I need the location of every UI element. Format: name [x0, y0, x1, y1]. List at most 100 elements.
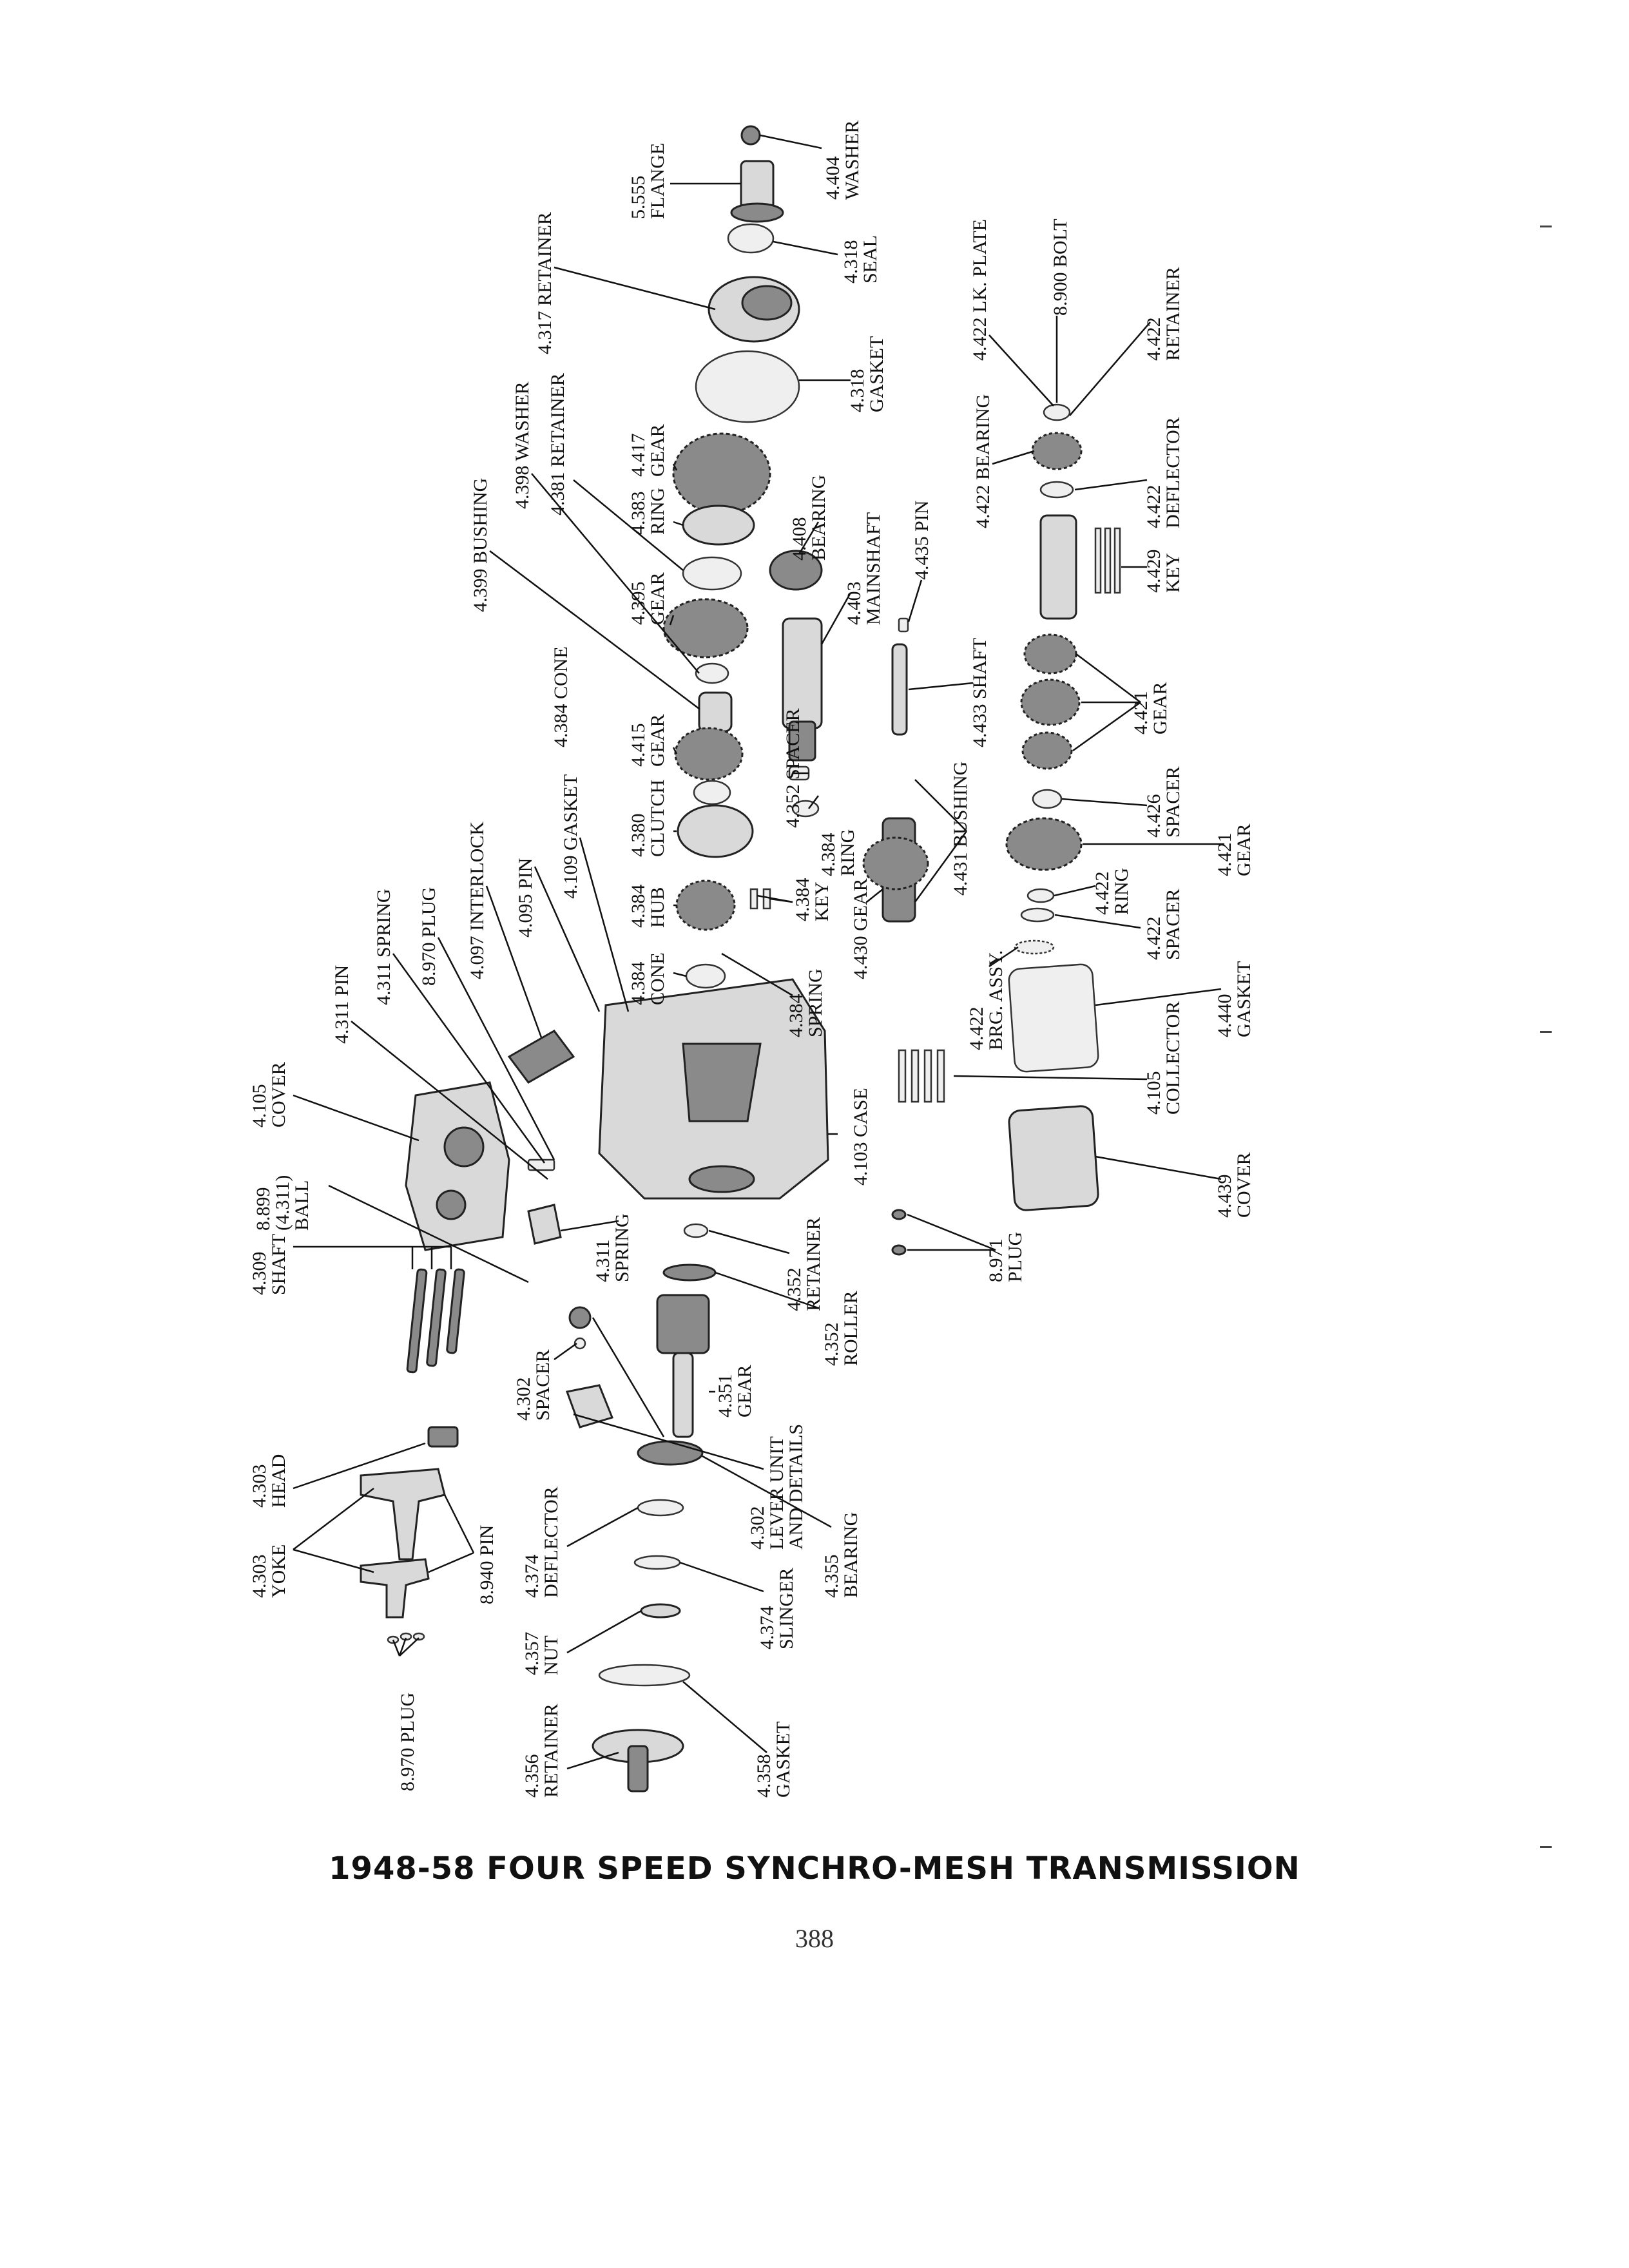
callout-4351: 4.351GEAR — [715, 1365, 755, 1418]
callout-line: 4.311 PIN — [331, 965, 352, 1044]
flange-5555-part — [730, 160, 784, 223]
callout-line: RETAINER — [541, 1704, 562, 1798]
callout-4357: 4.357NUT — [521, 1632, 562, 1676]
ring-4422-part — [1027, 888, 1055, 903]
leader-lines — [293, 134, 1224, 1770]
mainshaft-4403-part — [782, 617, 823, 762]
callout-line: 4.422 — [1143, 318, 1164, 361]
callout-line: PLUG — [1005, 1232, 1026, 1282]
callout-line: 4.352 SPACER — [782, 708, 804, 828]
callout-line: 8.900 BOLT — [1050, 218, 1071, 316]
callout-4384k: 4.384KEY — [792, 878, 833, 922]
callout-4381: 4.381 RETAINER — [547, 373, 568, 515]
callout-line: KEY — [811, 881, 833, 921]
callout-4395: 4.395GEAR — [628, 572, 668, 625]
callout-4311sp: 4.311 SPRING — [373, 889, 394, 1005]
callout-line: 4.384 — [786, 994, 807, 1038]
deflector-4422-part — [1039, 481, 1074, 499]
callout-line: 4.404 — [822, 157, 843, 200]
callout-line: 4.105 — [249, 1084, 270, 1128]
callout-4435: 4.435 PIN — [911, 501, 932, 580]
hub-4384-part — [675, 879, 736, 931]
seal-4318-part — [727, 223, 775, 254]
roller-4352-part — [662, 1264, 717, 1282]
callout-line: 4.374 — [757, 1606, 778, 1650]
callout-line: 4.311 — [592, 1240, 613, 1282]
callout-line: 4.399 BUSHING — [470, 478, 491, 612]
gear-4417-part — [672, 432, 771, 515]
callout-line: 4.384 — [628, 962, 649, 1006]
callout-line: NUT — [541, 1635, 562, 1675]
callout-4109: 4.109 GASKET — [560, 774, 581, 899]
callout-line: BRG. ASSY. — [985, 950, 1007, 1050]
callout-4422d: 4.422DEFLECTOR — [1143, 417, 1184, 528]
callout-line: GEAR — [734, 1365, 755, 1418]
plugs-8970-part — [387, 1632, 425, 1644]
callout-line: 4.105 — [1143, 1072, 1164, 1115]
callout-line: 4.358 — [753, 1754, 775, 1798]
callout-line: 4.302 — [513, 1378, 534, 1421]
callout-line: HEAD — [268, 1454, 289, 1508]
gasket-4440-part — [1008, 963, 1099, 1073]
callout-line: BEARING — [840, 1512, 862, 1598]
callout-4311p: 4.311 PIN — [331, 965, 352, 1044]
callout-4374s: 4.374SLINGER — [757, 1568, 797, 1649]
figure-caption: 1948-58 FOUR SPEED SYNCHRO-MESH TRANSMIS… — [329, 1850, 1300, 1887]
callout-4352ro: 4.352ROLLER — [821, 1291, 862, 1366]
callout-4097: 4.097 INTERLOCK — [467, 822, 488, 979]
callout-line: RETAINER — [803, 1217, 824, 1311]
callout-4384c: 4.384 CONE — [550, 646, 572, 747]
callout-4380: 4.380CLUTCH — [628, 780, 668, 857]
callout-line: MAINSHAFT — [863, 512, 884, 625]
lever-knob-part — [568, 1306, 592, 1329]
callout-line: 4.440 — [1214, 994, 1235, 1038]
callout-4303h: 4.303HEAD — [249, 1454, 289, 1508]
callout-4421a: 4.421GEAR — [1130, 682, 1171, 735]
callout-line: RETAINER — [1162, 267, 1184, 361]
callout-8900: 8.900 BOLT — [1050, 218, 1071, 316]
slinger-4374-part — [633, 1555, 681, 1570]
reverse-gear-4430-part — [862, 817, 929, 923]
callout-line: 4.352 — [784, 1268, 805, 1312]
key-4429-part — [1094, 527, 1121, 594]
callout-4440: 4.440GASKET — [1214, 961, 1255, 1037]
callout-line: GEAR — [647, 714, 668, 767]
callout-line: 4.374 — [521, 1555, 543, 1599]
gear-4415-part — [674, 727, 744, 781]
callout-4317: 4.317 RETAINER — [534, 212, 555, 354]
callout-4422lk: 4.422 LK. PLATE — [969, 219, 990, 361]
callout-4417: 4.417GEAR — [628, 424, 668, 477]
bearing-4422-part — [1031, 432, 1083, 470]
callout-8940: 8.940 PIN — [476, 1525, 497, 1604]
keys-4384-part — [749, 888, 771, 910]
callout-4383: 4.383RING — [628, 488, 668, 535]
callout-line: 4.422 BEARING — [972, 394, 994, 528]
callout-4103: 4.103 CASE — [850, 1088, 871, 1186]
gear-4421-d-part — [1005, 817, 1083, 871]
callout-line: DEFLECTOR — [541, 1486, 562, 1598]
cover-4439-part — [1008, 1105, 1099, 1211]
plugs-8971-part — [891, 1209, 907, 1256]
callout-line: RING — [647, 488, 668, 535]
callout-8899: 8.899(4.311)BALL — [253, 1175, 313, 1231]
retainer-4352-part — [683, 1223, 709, 1238]
ring-4383-part — [682, 505, 755, 546]
spacer-4422-part — [1020, 907, 1055, 923]
cone-4384-part — [698, 691, 733, 733]
callout-line: 4.352 — [821, 1323, 842, 1367]
page-number: 388 — [795, 1924, 834, 1953]
callout-5555: 5.555FLANGE — [628, 143, 668, 219]
clutch-sleeve-part — [677, 804, 754, 858]
callout-4095: 4.095 PIN — [515, 858, 536, 937]
callout-line: GEAR — [647, 424, 668, 477]
callout-line: 4.109 GASKET — [560, 774, 581, 899]
callout-4303y: 4.303YOKE — [249, 1544, 289, 1598]
callout-line: 4.384 — [818, 833, 839, 877]
spacer-4426-part — [1032, 789, 1063, 809]
callout-line: SPACER — [1162, 766, 1184, 838]
clutch-4380-part — [693, 780, 731, 805]
countershaft-4422-part — [1039, 514, 1077, 620]
callout-line: 4.384 — [628, 885, 649, 928]
callout-line: DEFLECTOR — [1162, 417, 1184, 528]
callout-line: 8.970 PLUG — [397, 1693, 418, 1791]
